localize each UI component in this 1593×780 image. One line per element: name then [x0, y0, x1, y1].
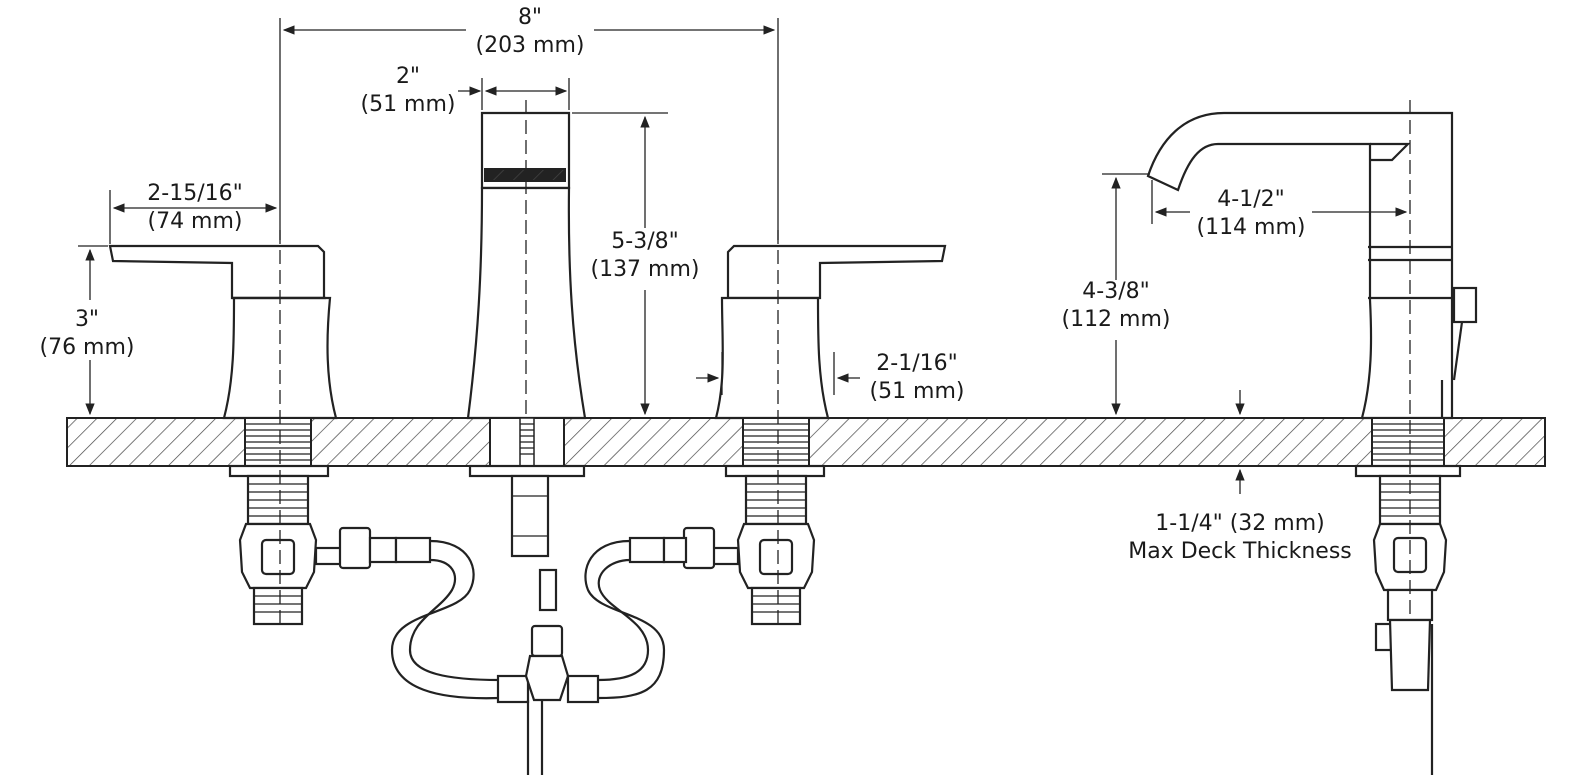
base-diameter-imperial: 2-1/16": [876, 351, 957, 376]
label-spout-outlet-height: 4-3/8" (112 mm): [1061, 279, 1170, 332]
deck-thickness-value: 1-1/4" (32 mm): [1155, 511, 1324, 536]
left-handle-valve: [108, 244, 398, 626]
handle-height-metric: (76 mm): [39, 335, 134, 360]
handle-reach-imperial: 2-15/16": [147, 181, 242, 206]
base-diameter-metric: (51 mm): [869, 379, 964, 404]
spout-reach-metric: (114 mm): [1196, 215, 1305, 240]
right-handle-valve: [662, 244, 947, 626]
spout-width-imperial: 2": [396, 64, 420, 89]
label-base-diameter: 2-1/16" (51 mm): [869, 351, 964, 404]
right-supply-hose: [566, 536, 666, 704]
spout-height-metric: (137 mm): [590, 257, 699, 282]
dimension-lines: [78, 18, 1408, 494]
deck-thickness-note: Max Deck Thickness: [1128, 539, 1352, 564]
label-spout-height: 5-3/8" (137 mm): [590, 229, 699, 282]
label-deck-thickness: 1-1/4" (32 mm) Max Deck Thickness: [1128, 511, 1352, 564]
center-lines: [279, 100, 1411, 630]
spout-width-metric: (51 mm): [360, 92, 455, 117]
overall-spread-imperial: 8": [518, 5, 542, 30]
side-view-faucet: [1146, 111, 1478, 775]
left-supply-hose: [390, 536, 530, 704]
spout-outlet-height-metric: (112 mm): [1061, 307, 1170, 332]
overall-spread-metric: (203 mm): [475, 33, 584, 58]
handle-reach-metric: (74 mm): [147, 209, 242, 234]
label-spout-width: 2" (51 mm): [360, 64, 455, 117]
spout-height-imperial: 5-3/8": [611, 229, 678, 254]
label-spout-reach: 4-1/2" (114 mm): [1196, 187, 1305, 240]
label-handle-height: 3" (76 mm): [39, 307, 134, 360]
label-overall-spread: 8" (203 mm): [475, 5, 584, 58]
spout-outlet-height-imperial: 4-3/8": [1082, 279, 1149, 304]
spout-reach-imperial: 4-1/2": [1217, 187, 1284, 212]
handle-height-imperial: 3": [75, 307, 99, 332]
label-handle-reach: 2-15/16" (74 mm): [147, 181, 242, 234]
